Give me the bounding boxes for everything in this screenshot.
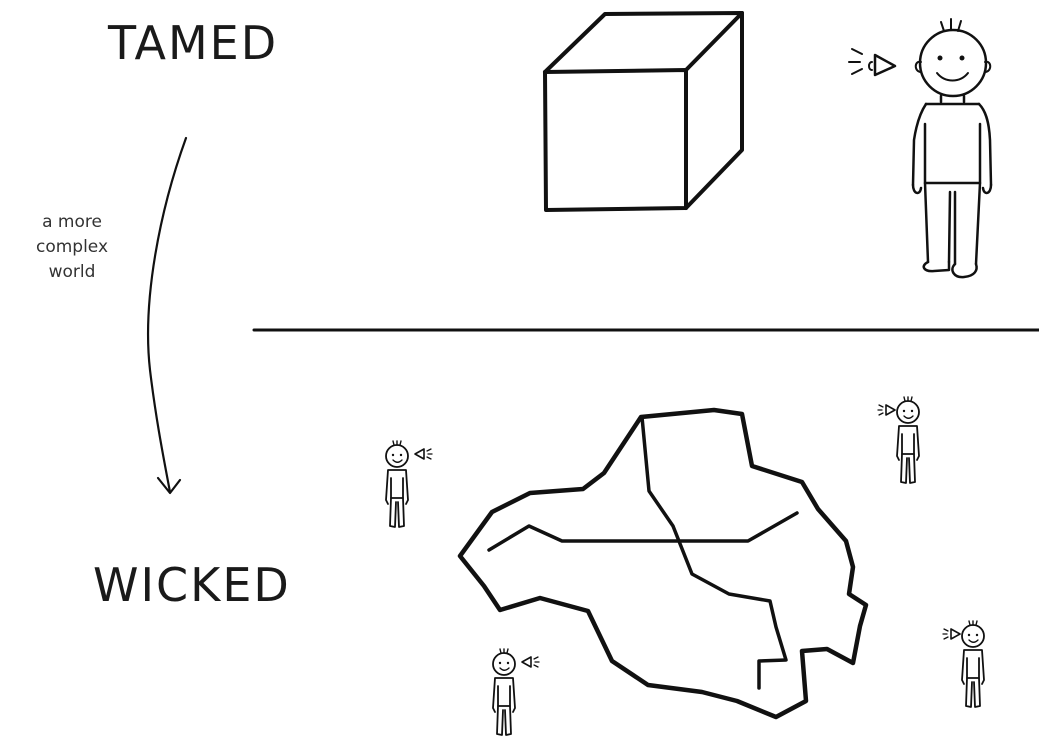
transition-note: a more complex world (18, 210, 126, 285)
observer-small-bottom-right (942, 620, 985, 708)
wicked-title: WICKED (93, 558, 291, 612)
transition-arrow (147, 136, 188, 495)
transition-note-line-1: a more (42, 212, 102, 232)
observer-small-top-right (877, 396, 920, 484)
simple-cube (543, 11, 744, 212)
observer-small-bottom (492, 648, 540, 736)
transition-note-line-3: world (48, 262, 96, 282)
transition-note-line-2: complex (35, 237, 109, 257)
eye-icon (848, 48, 897, 77)
tangled-maze-shape (457, 407, 869, 720)
observer-small-left (385, 440, 433, 528)
tamed-title: TAMED (108, 16, 279, 70)
observer-large (848, 18, 993, 279)
